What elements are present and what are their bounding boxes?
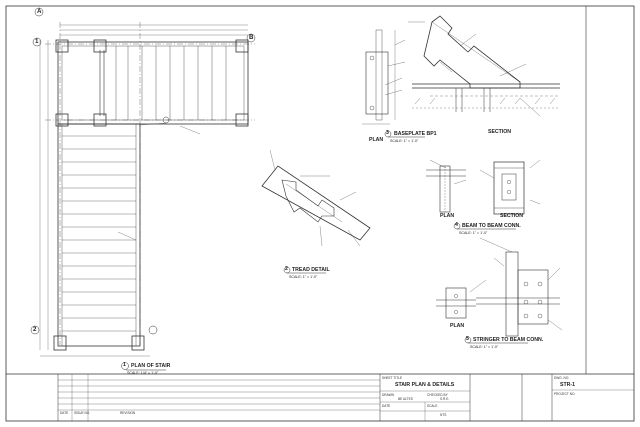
sheet-title-label: SHEET TITLE xyxy=(382,376,403,380)
scale-value: NTS xyxy=(440,413,447,417)
grid-marker-1: 1 xyxy=(35,38,39,45)
stringer-to-beam-number: 5 xyxy=(466,336,469,342)
baseplate-scale: SCALE: 1" = 1'-0" xyxy=(390,139,419,143)
beam-plan-label: PLAN xyxy=(440,213,455,219)
sheet-border xyxy=(5,5,635,422)
title-block-linework xyxy=(6,373,634,421)
date-label: DATE xyxy=(382,404,391,408)
revision-header-date: DATE xyxy=(60,411,69,415)
beam-section-label: SECTION xyxy=(500,213,524,219)
drawn-by-value: BE ALTES xyxy=(398,397,413,401)
sheet-title: STAIR PLAN & DETAILS xyxy=(395,382,455,388)
stringer-to-beam-drawing xyxy=(436,237,563,344)
stringer-to-beam-scale: SCALE: 1" = 1'-0" xyxy=(470,345,499,349)
baseplate-number: 3 xyxy=(386,130,389,136)
stringer-to-beam-title: STRINGER TO BEAM CONN. xyxy=(473,337,544,343)
baseplate-title: BASEPLATE BP1 xyxy=(394,131,437,137)
beam-to-beam-title: BEAM TO BEAM CONN. xyxy=(462,223,521,229)
stringer-plan-label: PLAN xyxy=(450,323,465,329)
checked-value: S.R.E. xyxy=(440,397,450,401)
plan-of-stair-number: 1 xyxy=(123,362,126,368)
grid-marker-a: A xyxy=(37,8,42,15)
scale-label: SCALE xyxy=(427,404,438,408)
baseplate-plan-drawing xyxy=(362,29,406,125)
beam-to-beam-drawing xyxy=(426,159,541,230)
beam-to-beam-scale: SCALE: 1" = 1'-0" xyxy=(459,231,488,235)
baseplate-section-label: SECTION xyxy=(488,129,512,135)
tread-detail-scale: SCALE: 1" = 1'-0" xyxy=(289,275,318,279)
project-no-label: PROJECT NO. xyxy=(554,392,576,396)
beam-to-beam-number: 4 xyxy=(455,222,458,228)
grid-marker-b: B xyxy=(249,34,254,41)
grid-marker-2: 2 xyxy=(33,326,37,333)
plan-of-stair-drawing xyxy=(30,7,256,371)
tread-detail-number: 2 xyxy=(285,266,288,272)
baseplate-section-drawing xyxy=(384,15,560,138)
plan-of-stair-scale: SCALE: 1/4" = 1'-0" xyxy=(127,371,159,375)
plan-of-stair-title: PLAN OF STAIR xyxy=(131,363,171,369)
baseplate-plan-label: PLAN xyxy=(369,137,384,143)
tread-detail-title: TREAD DETAIL xyxy=(292,267,330,273)
revision-header-revision: REVISION xyxy=(120,411,136,415)
drawn-by-label: DRAWN xyxy=(382,393,394,397)
checked-label: CHECKED BY xyxy=(427,393,448,397)
revision-header-issue: ISSUE NO. xyxy=(74,411,91,415)
dwg-no-value: STR-1 xyxy=(560,382,575,388)
dwg-no-label: DWG. NO. xyxy=(554,376,570,380)
tread-detail-drawing xyxy=(261,149,371,274)
